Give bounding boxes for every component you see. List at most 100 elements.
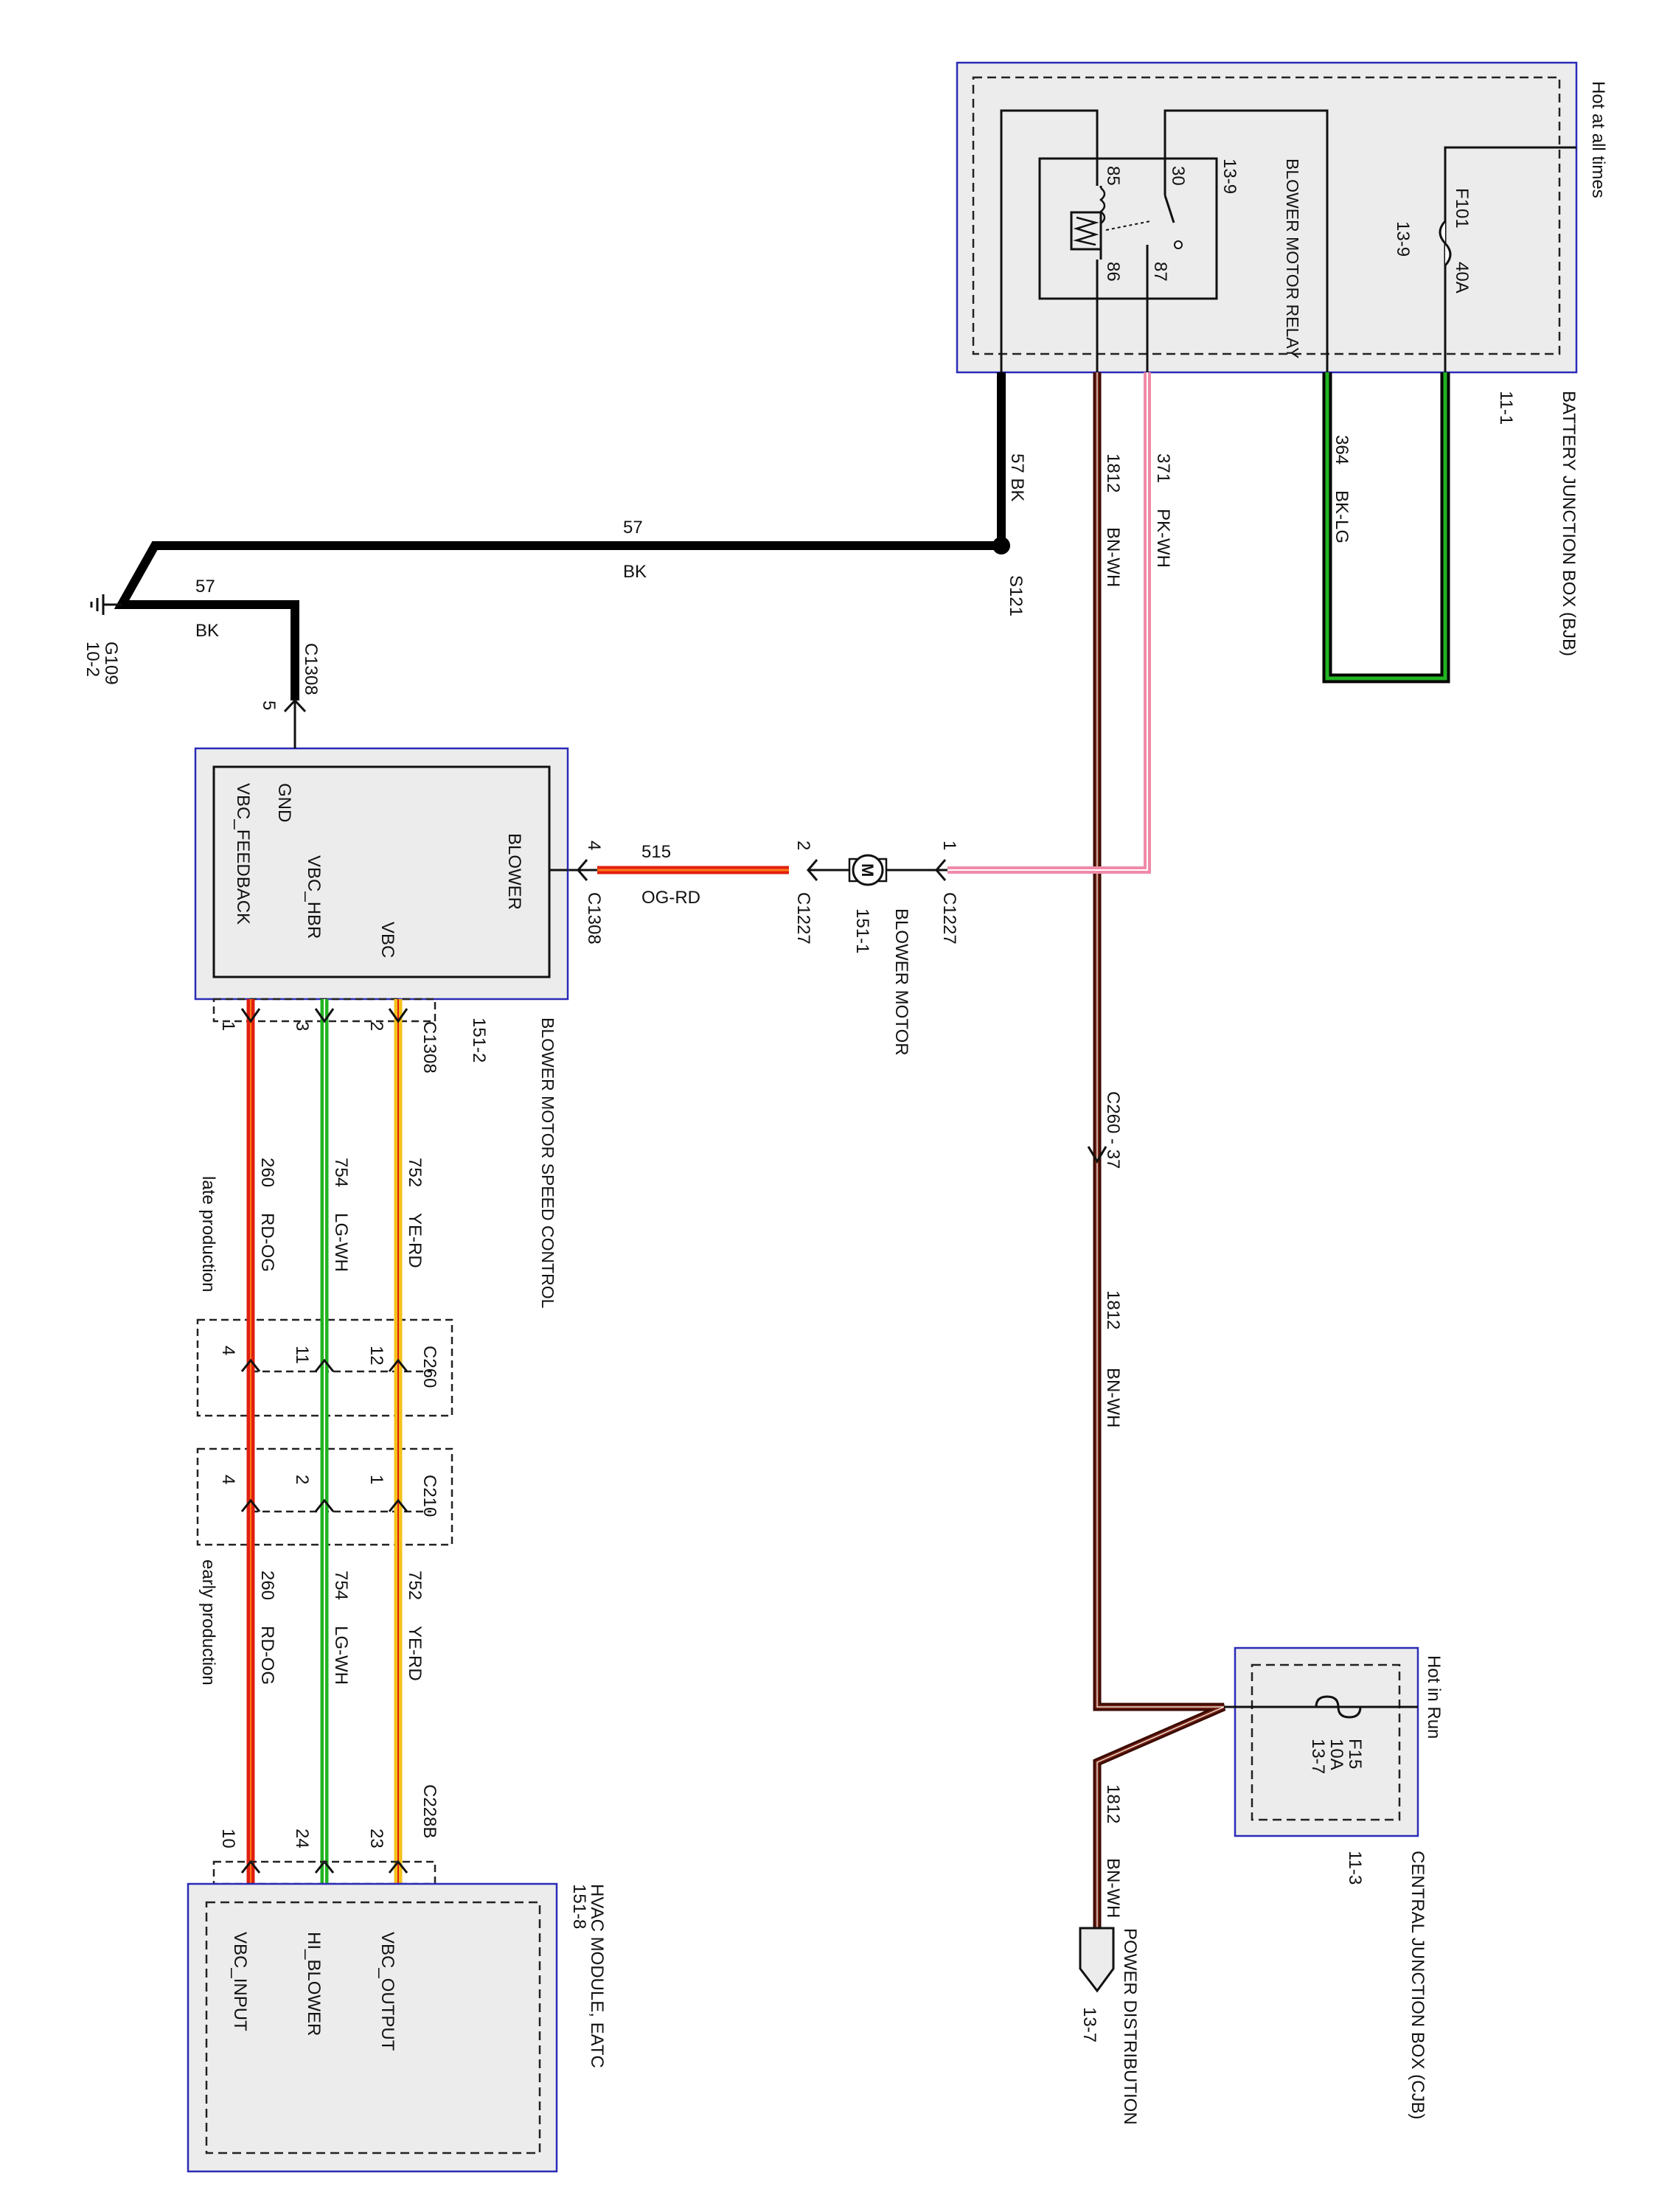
fuse-f101-ref: 13-9 xyxy=(1393,221,1413,257)
hvac-module: VBC_OUTPUT HI_BLOWER VBC_INPUT xyxy=(187,1882,558,2173)
wire-515-og-rd xyxy=(568,859,789,881)
wire-371-pk-wh xyxy=(947,372,1151,874)
connector-c210-label: C210 xyxy=(420,1475,439,1517)
blower-motor-speed-control: GND VBC_FEEDBACK BLOWER VBC_HBR VBC xyxy=(194,747,569,1001)
connector-c1308-pin5: 5 xyxy=(259,700,279,710)
wire-57-circuit-top: 57 xyxy=(623,518,643,538)
wire-371-color: PK-WH xyxy=(1153,509,1173,568)
blower-motor-title: BLOWER MOTOR xyxy=(891,908,911,1056)
hvac-ref: 151-8 xyxy=(569,1884,589,1929)
wire-515-color: OG-RD xyxy=(641,888,700,908)
connector-c1308-pin3: 3 xyxy=(292,1021,312,1031)
ground-g109-ref: 10-2 xyxy=(83,641,102,677)
wire-752-color-lower: YE-RD xyxy=(405,1626,425,1681)
connector-c1227-pin2: 2 xyxy=(793,841,813,850)
wire-754-color-upper: LG-WH xyxy=(331,1213,351,1272)
relay-switch-icon xyxy=(1105,195,1183,249)
wire-57-circuit-left: 57 xyxy=(195,577,215,597)
wire-260-circuit-upper: 260 xyxy=(257,1158,277,1187)
blower-motor: M xyxy=(807,854,947,886)
connector-c1308-label-gnd: C1308 xyxy=(301,643,321,695)
connector-c1308-label-bottom: C1308 xyxy=(420,1021,439,1074)
cjb-title: CENTRAL JUNCTION BOX (CJB) xyxy=(1408,1851,1427,2119)
pin-vbc-output: VBC_OUTPUT xyxy=(378,1932,397,2051)
connector-c1227-label-right: C1227 xyxy=(939,892,959,945)
bjb-hot-label: Hot at all times xyxy=(1588,81,1608,198)
connector-c1308-label-blower: C1308 xyxy=(584,892,604,945)
pin-gnd: GND xyxy=(274,783,294,822)
wire-752-circuit-lower: 752 xyxy=(405,1571,425,1600)
relay-pin-87: 87 xyxy=(1150,262,1170,282)
blower-control-title: BLOWER MOTOR SPEED CONTROL xyxy=(538,1018,557,1309)
fuse-f15-ref: 13-7 xyxy=(1308,1739,1328,1774)
ground-icon xyxy=(90,594,122,615)
bjb-title: BATTERY JUNCTION BOX (BJB) xyxy=(1559,391,1579,656)
motor-symbol: M xyxy=(858,863,877,877)
relay-pin-30: 30 xyxy=(1168,166,1188,186)
fuse-f15-amperage: 10A xyxy=(1326,1739,1346,1770)
relay-ref: 13-9 xyxy=(1220,159,1239,194)
wire-57-vertical-label: 57 BK xyxy=(1007,453,1027,501)
connector-c1308-pin4: 4 xyxy=(584,841,604,850)
pin-hi-blower: HI_BLOWER xyxy=(304,1932,324,2036)
pin-vbc-hbr: VBC_HBR xyxy=(304,855,324,939)
wire-260-color-lower: RD-OG xyxy=(257,1626,277,1685)
splice-s121 xyxy=(992,537,1010,554)
connector-c1227-pin1: 1 xyxy=(939,841,959,850)
wire-260-color-upper: RD-OG xyxy=(257,1213,277,1272)
connector-c260-37-label: C260 - 37 xyxy=(1103,1091,1123,1169)
pin-vbc-input: VBC_INPUT xyxy=(230,1932,250,2031)
wire-57-color-left: BK xyxy=(195,621,219,641)
cjb-hot-label: Hot in Run xyxy=(1424,1655,1444,1739)
connector-c1308-pin1: 1 xyxy=(218,1021,238,1031)
early-production-note: early production xyxy=(198,1559,218,1686)
wire-752-color-upper: YE-RD xyxy=(405,1213,425,1268)
connector-c260-pin4: 4 xyxy=(218,1346,238,1355)
wire-515-circuit: 515 xyxy=(641,842,671,862)
wire-1812-color-mid: BN-WH xyxy=(1103,1368,1123,1427)
wire-57-bk xyxy=(114,372,1006,700)
fuse-f15-icon xyxy=(1315,1695,1362,1719)
power-distribution-title: POWER DISTRIBUTION xyxy=(1120,1928,1140,2125)
wire-754-circuit-lower: 754 xyxy=(331,1571,351,1600)
splice-s121-label: S121 xyxy=(1006,575,1026,616)
connector-c210-pin1: 1 xyxy=(366,1475,386,1484)
motor-icon xyxy=(852,854,884,886)
wire-57-color-top: BK xyxy=(623,562,647,582)
connector-c260-pin11: 11 xyxy=(292,1346,312,1364)
connector-c260-pin12: 12 xyxy=(366,1346,386,1366)
connector-c1227-label-left: C1227 xyxy=(793,892,813,945)
fuse-f15-label: F15 xyxy=(1345,1739,1365,1769)
hvac-title: HVAC MODULE, EATC xyxy=(587,1884,607,2068)
power-distribution-ref: 13-7 xyxy=(1079,2007,1099,2042)
connector-c228b-pin23: 23 xyxy=(366,1829,386,1848)
connector-c228b-pin10: 10 xyxy=(218,1829,238,1848)
wire-364-bk-lg xyxy=(1322,372,1450,684)
blower-motor-ref: 151-1 xyxy=(852,908,872,953)
ground-g109-label: G109 xyxy=(101,641,121,685)
cjb-ref: 11-3 xyxy=(1345,1851,1365,1885)
wire-1812-circuit-mid: 1812 xyxy=(1103,1290,1123,1329)
connector-c228b-pin24: 24 xyxy=(292,1829,312,1848)
bjb-ref: 11-1 xyxy=(1496,391,1516,425)
wire-754-color-lower: LG-WH xyxy=(331,1626,351,1685)
late-production-note: late production xyxy=(198,1176,218,1292)
relay-pin-85: 85 xyxy=(1103,166,1123,186)
wire-1812-circuit-top: 1812 xyxy=(1103,453,1123,493)
wire-754-circuit-upper: 754 xyxy=(331,1158,351,1187)
wire-752-circuit-upper: 752 xyxy=(405,1158,425,1187)
fuse-f101-amperage: 40A xyxy=(1452,262,1472,293)
wire-1812-color-top: BN-WH xyxy=(1103,527,1123,587)
fuse-f101-icon xyxy=(1439,220,1452,267)
connector-c210-pin4: 4 xyxy=(218,1475,238,1484)
pin-blower: BLOWER xyxy=(504,833,524,910)
wire-364-circuit: 364 xyxy=(1332,435,1352,465)
connector-c1308-pin2: 2 xyxy=(366,1021,386,1031)
blower-control-ref: 151-2 xyxy=(469,1018,489,1062)
pin-vbc-feedback: VBC_FEEDBACK xyxy=(233,783,253,925)
connector-c260-label: C260 xyxy=(420,1346,439,1388)
central-junction-box: F15 10A 13-7 xyxy=(1224,1646,1419,1837)
connector-c260-37-icon xyxy=(1087,1146,1107,1164)
connector-c210-pin2: 2 xyxy=(292,1475,312,1484)
